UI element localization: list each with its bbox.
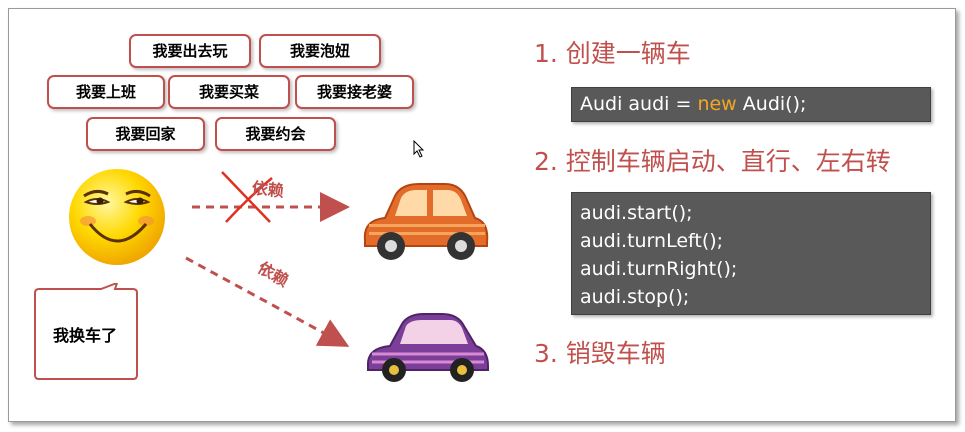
bubble-go-to-work: 我要上班 xyxy=(47,75,165,109)
purple-car-icon xyxy=(367,313,489,382)
speech-text: 我换车了 xyxy=(52,326,117,345)
code-block-control: audi.start(); audi.turnLeft(); audi.turn… xyxy=(571,192,931,315)
code-keyword-new: new xyxy=(697,93,737,115)
code-block-create: Audi audi = new Audi(); xyxy=(571,87,931,122)
bubble-date: 我要约会 xyxy=(215,117,336,151)
bubble-buy-groceries: 我要买菜 xyxy=(168,75,290,109)
step-2-title: 2. 控制车辆启动、直行、左右转 xyxy=(534,147,891,176)
orange-car-icon xyxy=(363,183,489,260)
code-line: audi.start(); xyxy=(580,202,693,224)
step-1-title: 1. 创建一辆车 xyxy=(534,39,691,68)
code-line: audi.turnLeft(); xyxy=(580,230,724,252)
bubble-go-out: 我要出去玩 xyxy=(129,34,251,68)
code-text: Audi(); xyxy=(736,93,807,115)
code-line: audi.turnRight(); xyxy=(580,258,738,280)
code-text: Audi audi = xyxy=(580,93,698,115)
bubble-go-home: 我要回家 xyxy=(86,117,205,151)
smiley-face-icon xyxy=(69,169,165,265)
step-3-title: 3. 销毁车辆 xyxy=(534,339,666,368)
code-line: audi.stop(); xyxy=(580,286,690,308)
cross-mark-icon xyxy=(221,171,273,223)
speech-bubble xyxy=(34,283,138,380)
bubble-date-girl: 我要泡妞 xyxy=(259,34,381,68)
bubble-pick-up-wife: 我要接老婆 xyxy=(295,75,414,109)
mouse-cursor-icon xyxy=(413,140,425,158)
dependency-label-crossed: 依赖 xyxy=(250,178,285,201)
dependency-arrow xyxy=(185,256,350,347)
